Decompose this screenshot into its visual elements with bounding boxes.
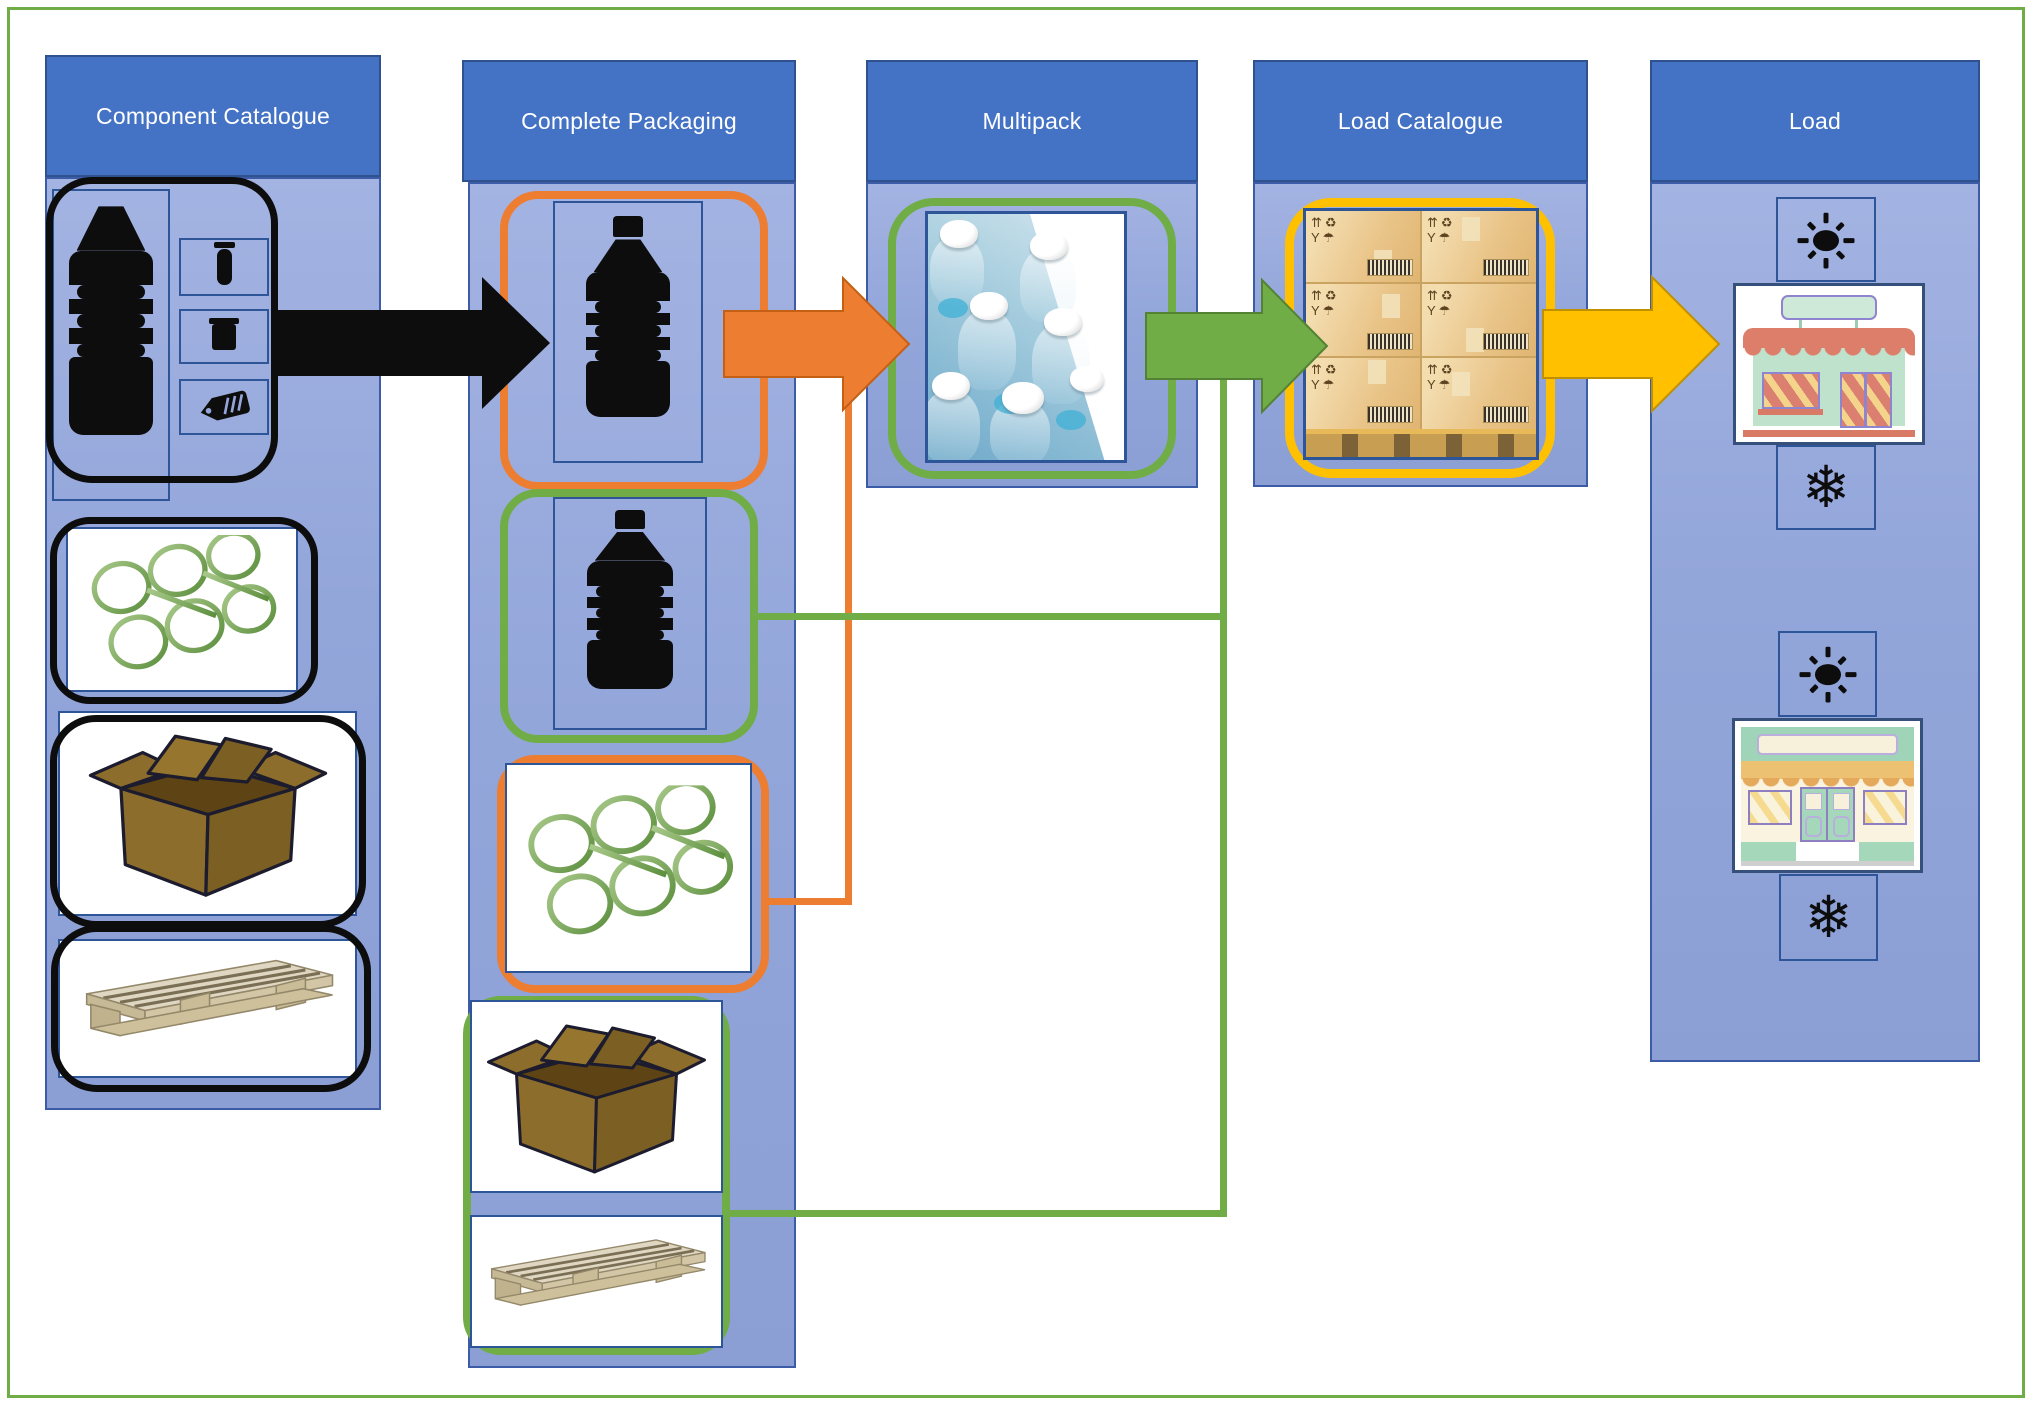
store-awning [1743, 328, 1915, 358]
ring-orange-sixpack [497, 755, 769, 993]
pallet-base [1306, 429, 1536, 457]
barcode-icon [1367, 406, 1413, 423]
item-multipack-photo [925, 211, 1127, 463]
group-ring-pallet [51, 925, 371, 1092]
bottle-icon [567, 215, 690, 448]
connector-green-bottle [757, 613, 1227, 620]
group-ring-cardboard [50, 715, 366, 928]
carton: ⇈♻Y☂ [1422, 357, 1536, 429]
destination-store-2 [1732, 718, 1923, 873]
header-load-catalogue: Load Catalogue [1253, 60, 1588, 182]
column-title: Component Catalogue [96, 102, 330, 129]
header-load: Load [1650, 60, 1980, 182]
header-component-catalogue: Component Catalogue [45, 55, 381, 177]
store-window [1862, 789, 1908, 826]
cap-icon [209, 317, 239, 350]
item-palletised-cartons: ⇈♻Y☂ ⇈♻Y☂ ⇈♻Y☂ ⇈♻Y☂ [1303, 208, 1539, 460]
connector-orange-vertical [845, 400, 852, 905]
connector-green-box-pallet [727, 1210, 1227, 1217]
bottle-multipack-photo [928, 214, 1124, 460]
group-ring-sixpack [50, 517, 318, 704]
carton-handling-icons: ⇈♻Y☂ [1427, 215, 1456, 245]
carton: ⇈♻Y☂ [1306, 357, 1420, 429]
barcode-icon [1367, 259, 1413, 277]
item-label-box [179, 379, 269, 435]
condition-ambient-1 [1776, 197, 1876, 282]
condition-frozen-1: ❄ [1776, 445, 1876, 530]
column-title: Complete Packaging [521, 107, 737, 134]
condition-ambient-2 [1778, 631, 1877, 717]
item-packaged-bottle-2 [553, 497, 707, 730]
sun-icon [1790, 209, 1862, 271]
sun-icon [1792, 643, 1864, 705]
carton-handling-icons: ⇈♻Y☂ [1311, 361, 1340, 392]
preform-icon [213, 242, 235, 285]
item-sixpack-rings-box [66, 527, 298, 692]
palletised-cartons-illustration: ⇈♻Y☂ ⇈♻Y☂ ⇈♻Y☂ ⇈♻Y☂ [1306, 211, 1536, 457]
item-pallet-box [58, 939, 357, 1078]
item-cap-box [179, 309, 269, 364]
carton: ⇈♻Y☂ [1422, 284, 1536, 356]
column-title: Multipack [982, 107, 1082, 134]
carton: ⇈♻Y☂ [1306, 284, 1420, 356]
pallet-icon [479, 1224, 714, 1339]
item-packaged-sixpack [505, 763, 752, 973]
carton-handling-icons: ⇈♻Y☂ [1427, 288, 1456, 319]
carton-handling-icons: ⇈♻Y☂ [1311, 215, 1340, 245]
carton: ⇈♻Y☂ [1422, 211, 1536, 283]
carton: ⇈♻Y☂ [1306, 211, 1420, 283]
barcode-icon [1367, 332, 1413, 350]
item-packaged-pallet [470, 1215, 723, 1348]
connector-orange-horizontal [768, 898, 852, 905]
six-pack-rings-icon [516, 776, 741, 961]
condition-frozen-2: ❄ [1779, 874, 1878, 961]
snowflake-icon: ❄ [1804, 884, 1853, 950]
bottle-icon [63, 206, 159, 483]
bottle-icon [567, 510, 693, 716]
store-window [1762, 371, 1820, 410]
header-complete-packaging: Complete Packaging [462, 60, 796, 182]
store-icon [1736, 286, 1922, 442]
store-sign [1757, 734, 1898, 756]
ring-green-bottle [500, 489, 758, 743]
barcode-icon [1483, 406, 1529, 423]
item-packaged-bottle-1 [553, 201, 703, 463]
group-ring-bottle-components [46, 177, 278, 483]
page-border [7, 7, 2025, 1398]
barcode-icon [1483, 332, 1529, 350]
item-cardboard-box [58, 711, 357, 916]
store-awning [1740, 761, 1915, 788]
column-title: Load [1789, 107, 1841, 134]
snowflake-icon: ❄ [1801, 454, 1851, 520]
barcode-icon [1483, 259, 1529, 277]
store-window [1747, 789, 1793, 826]
carton-handling-icons: ⇈♻Y☂ [1311, 288, 1340, 319]
column-title: Load Catalogue [1337, 107, 1504, 134]
item-bottle-body-box [52, 189, 170, 501]
store-icon [1735, 721, 1920, 870]
item-preform-box [179, 238, 269, 296]
carton-handling-icons: ⇈♻Y☂ [1427, 361, 1456, 392]
header-multipack: Multipack [866, 60, 1198, 182]
connector-green-vertical [1220, 377, 1227, 1217]
destination-store-1 [1733, 283, 1925, 445]
item-packaged-cardboard-box [470, 1000, 723, 1193]
cardboard-box-icon [484, 1012, 709, 1182]
store-sign [1780, 295, 1878, 321]
